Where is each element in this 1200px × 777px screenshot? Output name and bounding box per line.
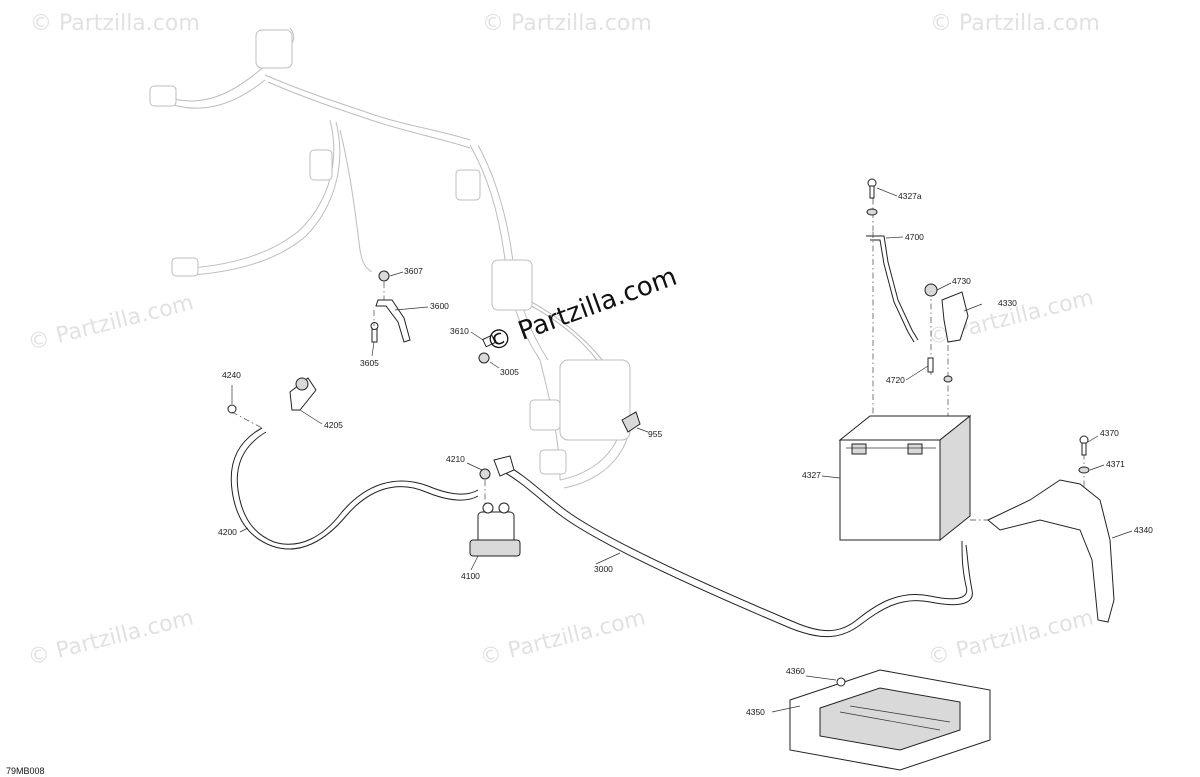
callout-3005: 3005 [500,367,519,377]
watermark-text: © Partzilla.com [930,11,1100,36]
callout-4360: 4360 [786,666,805,676]
callout-3607: 3607 [404,266,423,276]
callout-4210: 4210 [446,454,465,464]
callout-3600: 3600 [430,301,449,311]
callout-4200: 4200 [218,527,237,537]
battery [838,414,972,542]
main-cable-3000 [493,455,973,638]
callout-3000: 3000 [594,564,613,574]
watermark-text: © Partzilla.com [25,605,196,670]
watermark-text: © Partzilla.com [482,11,652,36]
hardware-3610-3005 [478,334,641,433]
callout-4327: 4327 [802,470,821,480]
watermark-text: © Partzilla.com [30,11,200,36]
watermark-text: © Partzilla.com [925,605,1096,670]
callout-4370: 4370 [1100,428,1119,438]
callout-4350: 4350 [746,707,765,717]
callout-labels: 4327a 4700 4730 4330 4720 4327 4370 4371… [218,191,1153,717]
diagram-code: 79MB008 [6,766,45,776]
callout-4327a: 4327a [898,191,922,201]
watermark-layer: © Partzilla.com © Partzilla.com © Partzi… [25,11,1099,671]
callout-4720: 4720 [886,375,905,385]
ground-strap-3600 [370,270,411,343]
callout-4205: 4205 [324,420,343,430]
battery-cable-4200 [227,377,479,550]
callout-4700: 4700 [905,232,924,242]
watermark-text: © Partzilla.com [477,605,648,670]
callout-4100: 4100 [461,571,480,581]
battery-tray [789,669,991,771]
starter-solenoid [469,468,521,557]
watermark-text: © Partzilla.com [25,290,196,355]
wiring-harness [149,27,631,489]
callout-4371: 4371 [1106,459,1125,469]
leader-lines [231,187,1133,713]
callout-4330: 4330 [998,298,1017,308]
battery-strap-4700 [866,178,969,383]
callout-955: 955 [648,429,662,439]
callout-3610: 3610 [450,326,469,336]
callout-3605: 3605 [360,358,379,368]
callout-4340: 4340 [1134,525,1153,535]
callout-4240: 4240 [222,370,241,380]
battery-support-bracket [987,435,1115,623]
callout-4730: 4730 [952,276,971,286]
